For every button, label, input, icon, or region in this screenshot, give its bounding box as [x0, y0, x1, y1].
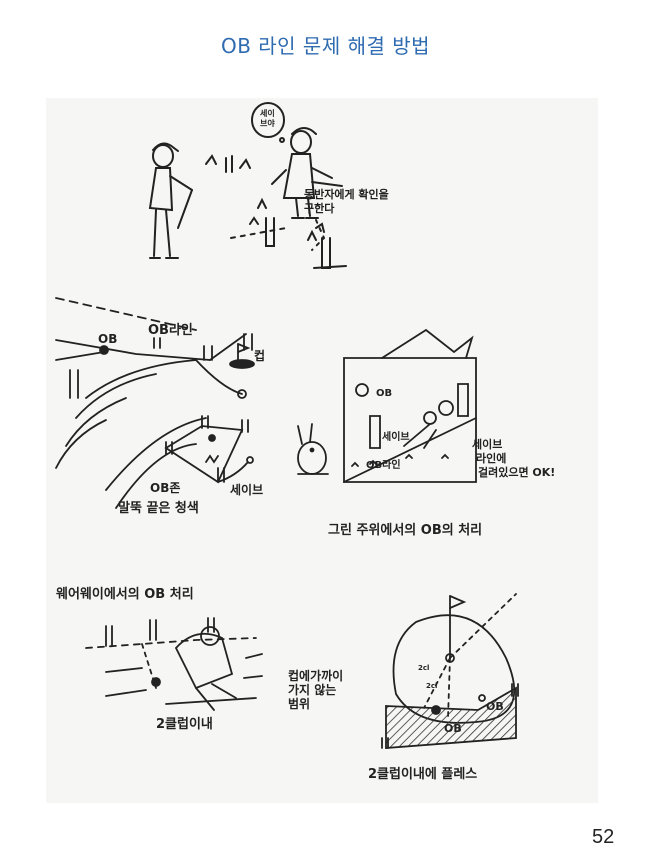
golfer-right-figure [271, 127, 343, 219]
panel-left-bottom-fairway [85, 617, 263, 711]
left-mid-safe: 세이브 [230, 482, 263, 497]
left-mid-ob-zone: OB존 [150, 481, 180, 495]
right-bottom-caption: 2클럽이내에 플레스 [368, 766, 477, 782]
panel-top-golfers [148, 102, 347, 269]
top-caption-line-2: 구한다 [304, 201, 335, 215]
right-mid-safe-note-2: 라인에 [476, 451, 506, 465]
speech-bubble-shape [251, 102, 285, 138]
right-mid-ob-mark: OB [376, 388, 392, 399]
speech-bubble-line-2: 브야 [260, 118, 275, 128]
page-title: OB 라인 문제 해결 방법 [220, 34, 431, 58]
left-mid-caption: 말뚝 끝은 청색 [118, 500, 199, 516]
right-bottom-note-2: 가지 않는 [288, 682, 336, 697]
right-bottom-note-3: 범위 [288, 696, 310, 711]
right-bottom-ob-b: OB [444, 722, 462, 735]
speech-bubble-line-1: 세이 [260, 108, 275, 118]
right-mid-caption: 그린 주위에서의 OB의 처리 [328, 522, 482, 538]
page-number: 52 [592, 826, 615, 848]
right-bottom-dist-b: 2cl [426, 682, 437, 690]
scan-background [46, 98, 598, 803]
right-mid-ob-line: OB라인 [366, 458, 401, 471]
right-mid-safe-note-1: 세이브 [472, 437, 502, 451]
left-bottom-caption-bottom: 2클럽이내 [156, 716, 213, 732]
right-mid-safe: 세이브 [382, 430, 410, 443]
left-mid-ob-line: OB라인 [148, 322, 193, 338]
panel-right-bottom-green [381, 593, 519, 749]
right-bottom-dist-a: 2cl [418, 664, 429, 672]
golfer-left-figure [148, 142, 193, 259]
top-caption-line-1: 동반자에게 확인을 [304, 187, 389, 201]
illustration-figure: 세이 브야 동반자에게 확인을 구한다 OB OB [46, 98, 598, 803]
right-mid-safe-note-3: 걸려있으면 OK! [478, 465, 555, 479]
panel-left-mid-course-map [55, 297, 255, 509]
left-mid-ob-mark: OB [98, 332, 117, 346]
panel-right-mid-green [297, 328, 477, 483]
left-mid-cup: 컵 [254, 349, 265, 363]
left-bottom-caption-top: 웨어웨이에서의 OB 처리 [56, 586, 194, 602]
right-bottom-ob-a: OB [486, 700, 504, 713]
right-bottom-note-1: 컵에가까이 [288, 668, 343, 683]
